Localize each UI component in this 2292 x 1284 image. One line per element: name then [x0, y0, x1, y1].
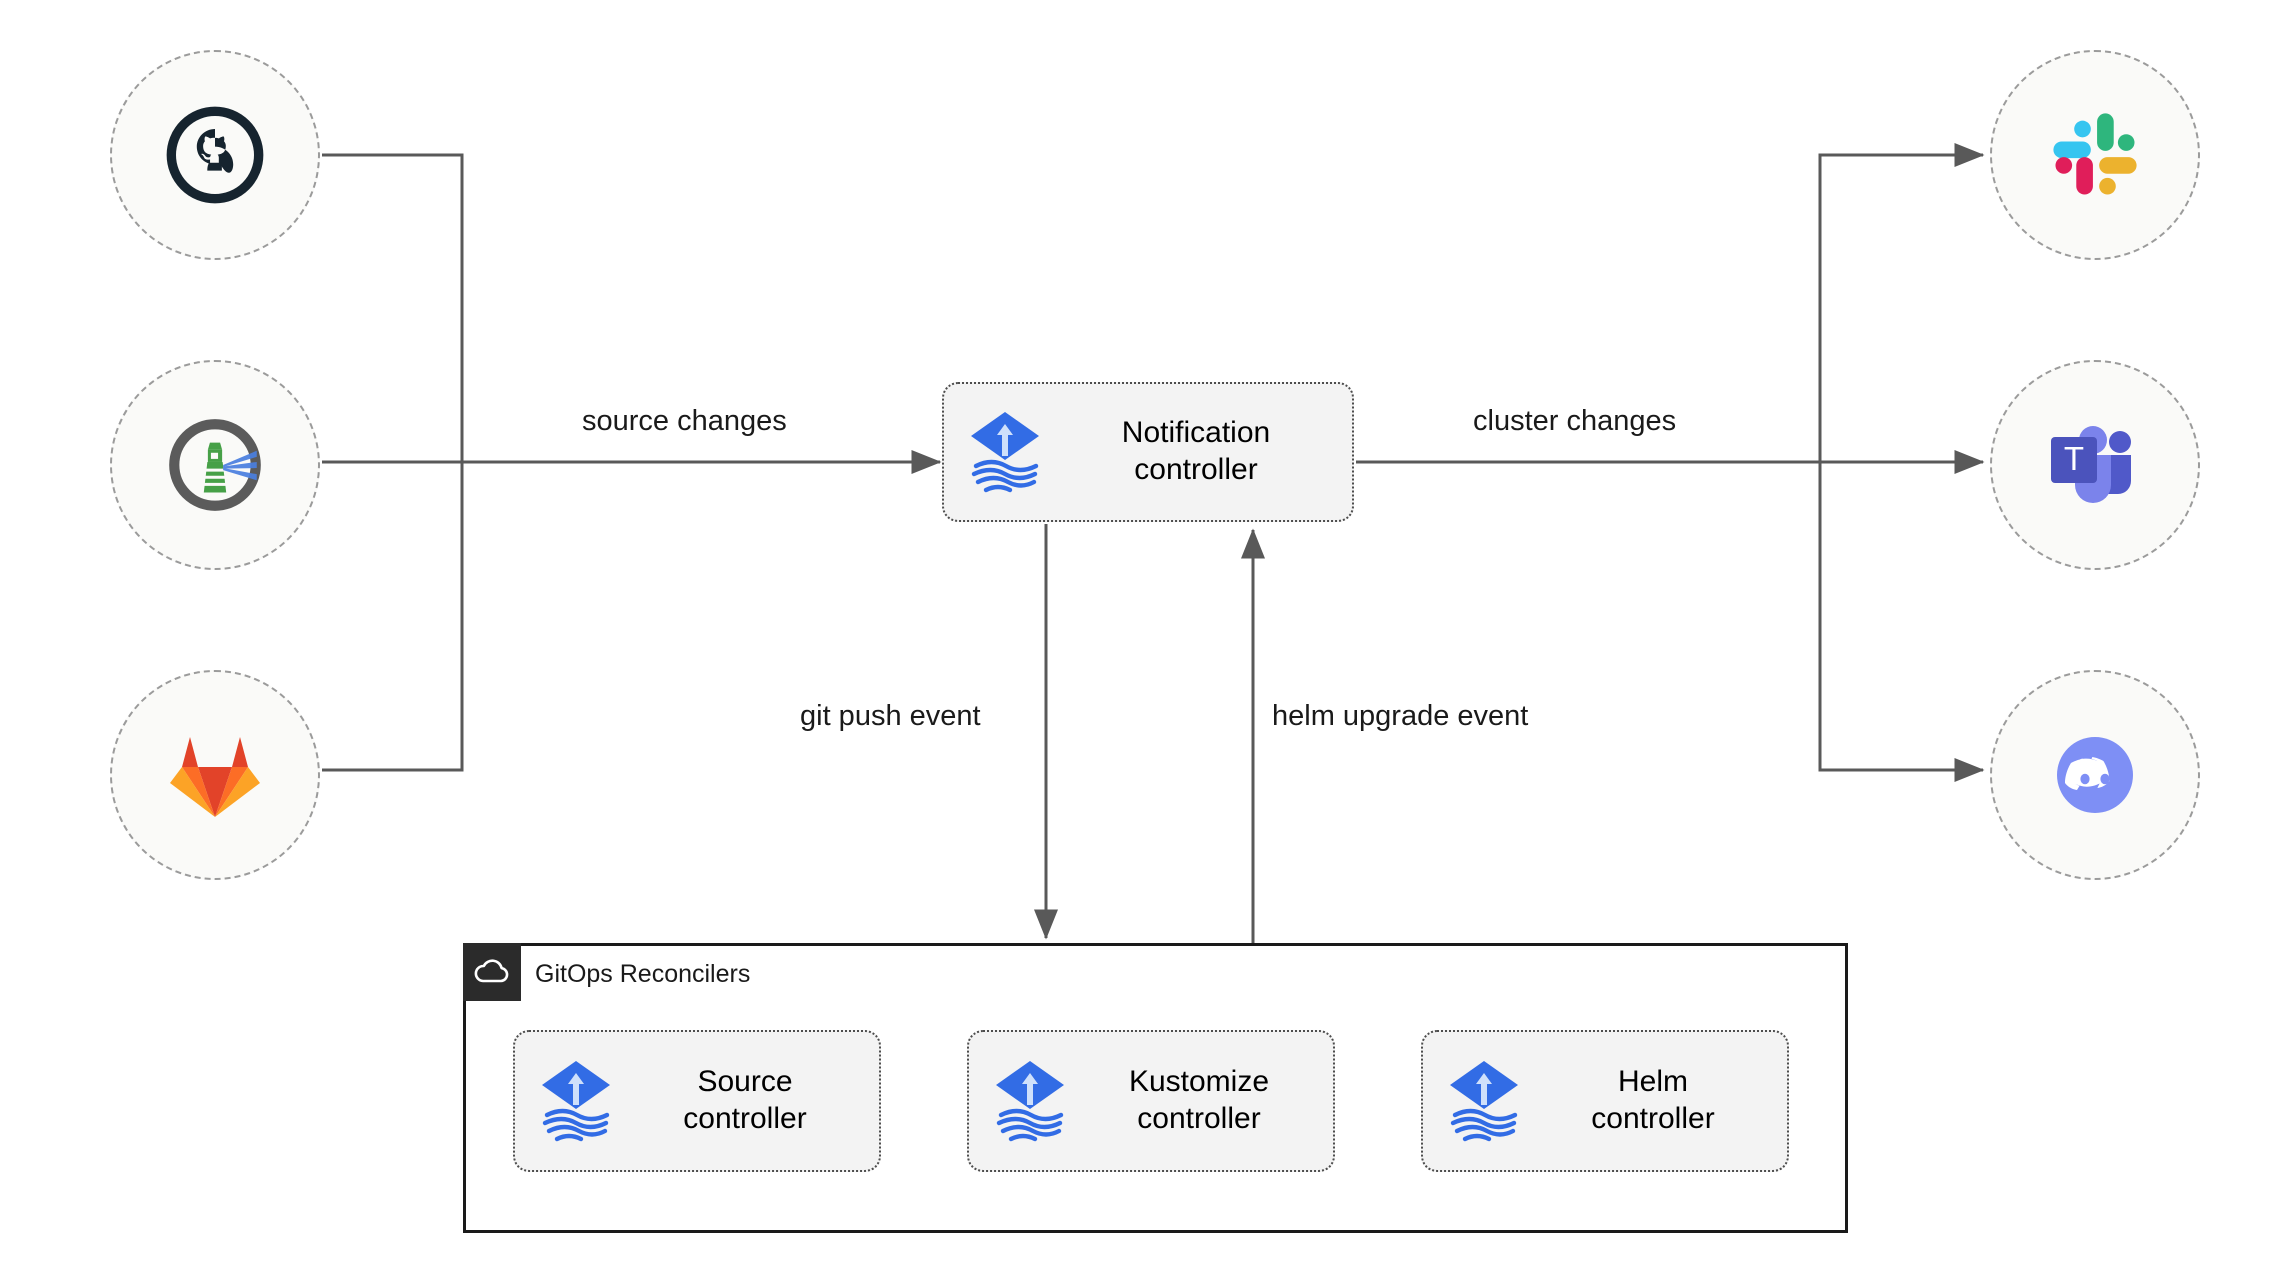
github-icon: [163, 103, 267, 207]
edge-to-discord: [1818, 462, 1985, 782]
flux-logo-icon: [1445, 1059, 1523, 1143]
source-node-gitlab[interactable]: [110, 670, 320, 880]
helm-controller-label: Helm controller: [1591, 1065, 1715, 1135]
edge-to-slack: [1818, 143, 1985, 462]
source-controller-label: Source controller: [683, 1065, 807, 1135]
edge-left-bus: [322, 153, 464, 772]
target-node-teams[interactable]: T: [1990, 360, 2200, 570]
helm-icon: [159, 409, 271, 521]
kustomize-controller-box[interactable]: Kustomize controller: [967, 1030, 1335, 1172]
edge-label-helm-upgrade-event: helm upgrade event: [1272, 700, 1529, 732]
helm-controller-box[interactable]: Helm controller: [1421, 1030, 1789, 1172]
slack-icon: [2043, 103, 2147, 207]
source-node-github[interactable]: [110, 50, 320, 260]
target-node-discord[interactable]: [1990, 670, 2200, 880]
source-controller-box[interactable]: Source controller: [513, 1030, 881, 1172]
source-node-helm[interactable]: [110, 360, 320, 570]
target-node-slack[interactable]: [1990, 50, 2200, 260]
flux-logo-icon: [991, 1059, 1069, 1143]
edge-label-cluster-changes: cluster changes: [1473, 405, 1677, 437]
edge-label-source-changes: source changes: [582, 405, 787, 437]
svg-text:T: T: [2064, 440, 2084, 477]
kustomize-controller-label: Kustomize controller: [1128, 1065, 1270, 1135]
flux-logo-icon: [537, 1059, 615, 1143]
flux-logo-icon: [966, 410, 1044, 494]
gitops-reconcilers-title: GitOps Reconcilers: [535, 960, 751, 988]
notification-controller-box[interactable]: Notification controller: [942, 382, 1354, 522]
notification-controller-label: Notification controller: [1121, 416, 1271, 486]
gitlab-icon: [160, 723, 270, 827]
discord-icon: [2041, 721, 2149, 829]
teams-icon: T: [2041, 415, 2149, 515]
edge-label-git-push-event: git push event: [800, 700, 981, 732]
cloud-icon: [463, 943, 521, 1001]
